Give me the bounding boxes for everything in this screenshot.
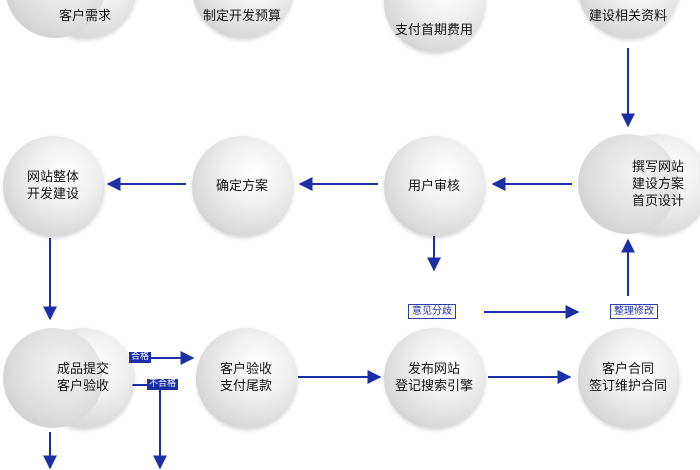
node-client-accept-pay: 客户验收 支付尾款 xyxy=(196,328,296,428)
node-label: 建设相关资料 xyxy=(588,8,667,24)
node-label: 撰写网站 建设方案 首页设计 xyxy=(631,159,684,209)
node-confirm-plan: 确定方案 xyxy=(192,136,292,236)
label-fail: 不合格 xyxy=(147,379,179,390)
label-pass: 合格 xyxy=(129,352,152,363)
node-label: 成品提交 客户验收 xyxy=(56,362,109,394)
node-label: 发布网站 登记搜索引擎 xyxy=(394,362,473,394)
node-label: 制定开发预算 xyxy=(202,8,281,24)
node-product-accept: 成品提交 客户验收 xyxy=(3,328,133,428)
node-sign-contract: 客户合同 签订维护合同 xyxy=(578,328,678,428)
node-label: 客户验收 支付尾款 xyxy=(219,362,272,394)
node-label: 客户合同 签订维护合同 xyxy=(588,362,667,394)
node-label: 网站整体 开发建设 xyxy=(26,170,79,202)
node-publish-site: 发布网站 登记搜索引擎 xyxy=(384,328,484,428)
node-label: 用户审核 xyxy=(407,178,460,194)
node-label: 确定方案 xyxy=(215,178,268,194)
node-write-plan: 撰写网站 建设方案 首页设计 xyxy=(578,134,700,234)
node-user-review: 用户审核 xyxy=(384,136,484,236)
node-client-needs: 客户需求 xyxy=(5,0,135,38)
label-feedback: 意见分歧 xyxy=(408,304,456,319)
node-whole-dev: 网站整体 开发建设 xyxy=(3,136,103,236)
node-label: 支付首期费用 xyxy=(394,22,473,38)
node-label: 客户需求 xyxy=(58,8,111,24)
label-revise: 整理修改 xyxy=(610,304,658,319)
